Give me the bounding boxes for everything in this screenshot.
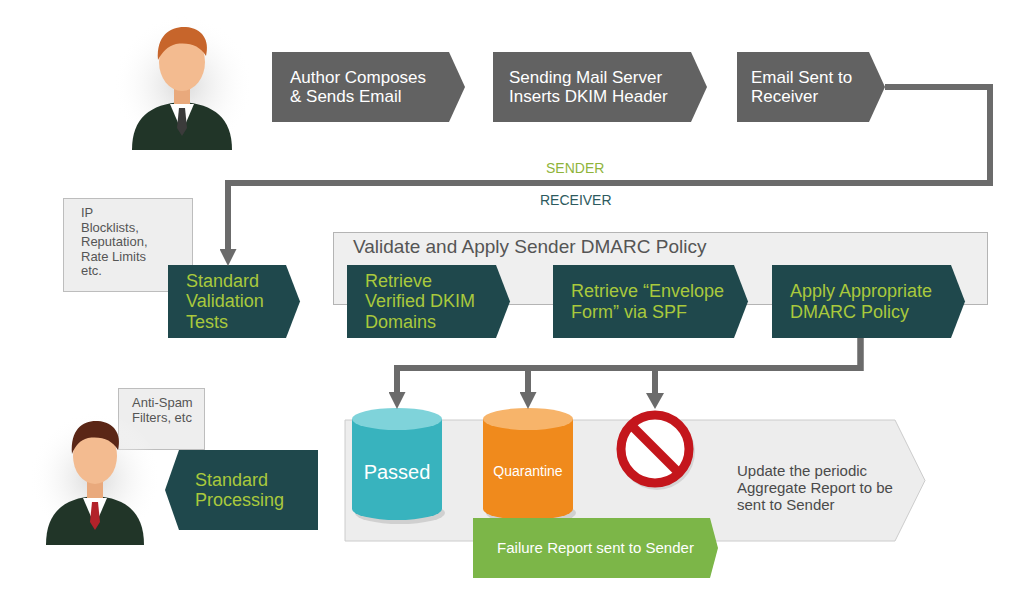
node-text: Retrieve “Envelope Form” via SPF: [571, 281, 730, 321]
connector: [397, 338, 861, 392]
node-text: Validate and Apply Sender DMARC Policy: [353, 236, 968, 257]
process-step: Apply Appropriate DMARC Policy: [772, 265, 965, 338]
arrow-shape: [272, 52, 465, 122]
process-step: Standard Validation Tests: [168, 265, 300, 338]
connector: [528, 338, 861, 392]
person-hair: [158, 27, 207, 60]
reject-sign: [619, 414, 695, 490]
arrow-shape: [347, 265, 510, 338]
arrow-shape: [737, 52, 885, 122]
node-text: Failure Report sent to Sender: [487, 540, 704, 557]
reject-branch: [646, 367, 664, 409]
person-hair: [72, 421, 119, 454]
person-suit: [132, 102, 232, 150]
person-tie: [90, 502, 100, 530]
process-step: Standard Processing: [165, 450, 318, 530]
node-text: Apply Appropriate DMARC Policy: [790, 281, 947, 321]
sender-step: Author Composes & Sends Email: [272, 52, 465, 122]
connector: [228, 87, 990, 249]
arrow-shape: [168, 265, 300, 338]
node-text: Standard Validation Tests: [186, 271, 282, 331]
arrow-head: [646, 393, 664, 409]
receiver-person: [29, 412, 161, 545]
node-text: Retrieve Verified DKIM Domains: [365, 271, 492, 331]
sign-bar: [631, 425, 679, 473]
branch-line: [652, 367, 658, 394]
node-text: Standard Processing: [195, 470, 308, 510]
node-text: Passed: [356, 461, 438, 483]
person-shadow: [29, 412, 161, 544]
node-text: Quarantine: [485, 464, 571, 480]
person-tie: [177, 108, 187, 136]
arrow-shape: [553, 265, 748, 338]
arrow-shape: [772, 265, 965, 338]
process-step: Retrieve “Envelope Form” via SPF: [553, 265, 748, 338]
sign-shadow: [619, 414, 695, 490]
sender-person: [113, 15, 253, 155]
passed-store: Passed: [352, 408, 442, 520]
arrow-shape: [473, 518, 718, 578]
node-text: Author Composes & Sends Email: [290, 68, 441, 106]
arrow-shape: [493, 52, 707, 122]
cylinder-body: [483, 419, 573, 520]
sender-step: Sending Mail Server Inserts DKIM Header: [493, 52, 707, 122]
failure-report: Failure Report sent to Sender: [473, 518, 718, 578]
person-suit: [46, 496, 144, 545]
person-shadow: [113, 15, 253, 155]
process-step: Retrieve Verified DKIM Domains: [347, 265, 510, 338]
side-label: SENDER: [546, 160, 604, 176]
cylinder-top: [483, 408, 573, 430]
cylinder-body: [352, 419, 442, 520]
sender-step: Email Sent to Receiver: [737, 52, 885, 122]
node-text: IP Blocklists, Reputation, Rate Limits e…: [81, 206, 153, 279]
node-text: Email Sent to Receiver: [751, 68, 865, 106]
arrow-shape: [165, 450, 318, 530]
policy-band: Retrieve Verified DKIM DomainsRetrieve “…: [333, 232, 988, 305]
node-text: Anti-Spam Filters, etc: [132, 396, 199, 425]
quarantine-store: Quarantine: [483, 408, 573, 520]
sign-ring: [621, 415, 689, 483]
node-text: Sending Mail Server Inserts DKIM Header: [509, 68, 683, 106]
cylinder-top: [352, 408, 442, 430]
node-text: Update the periodic Aggregate Report to …: [737, 463, 895, 513]
side-label: RECEIVER: [540, 192, 612, 208]
